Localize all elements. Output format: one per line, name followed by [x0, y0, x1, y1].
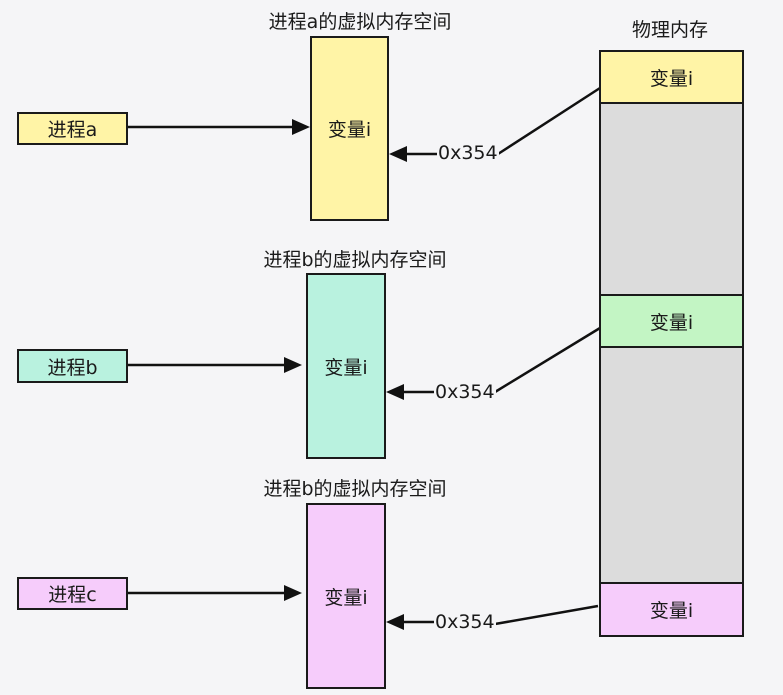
physical-var-a-label: 变量i — [649, 67, 694, 90]
process-c-label: 进程c — [48, 584, 97, 606]
virtual-space-c-title: 进程b的虚拟内存空间 — [263, 478, 447, 500]
physical-memory-title: 物理内存 — [631, 19, 708, 41]
arrow-address-c — [386, 614, 435, 630]
virtual-space-b-title: 进程b的虚拟内存空间 — [263, 249, 447, 271]
virtual-space-a: 变量i — [310, 36, 389, 221]
virtual-var-c-label: 变量i — [324, 586, 368, 609]
virtual-var-b-label: 变量i — [324, 356, 368, 379]
process-a-box: 进程a — [17, 112, 128, 145]
arrow-process-c — [127, 585, 302, 601]
address-b-label: 0x354 — [434, 381, 496, 403]
process-a-label: 进程a — [47, 119, 98, 141]
virtual-var-a-label: 变量i — [327, 119, 372, 141]
process-c-box: 进程c — [17, 577, 128, 610]
physical-var-c-label: 变量i — [649, 600, 694, 622]
physical-var-b: 变量i — [599, 294, 744, 348]
arrow-process-a — [127, 119, 310, 135]
arrow-address-b — [386, 384, 435, 400]
mapping-line-c — [494, 604, 599, 626]
process-b-label: 进程b — [47, 356, 98, 379]
arrow-process-b — [127, 357, 302, 373]
physical-var-b-label: 变量i — [649, 311, 694, 334]
physical-var-c: 变量i — [599, 582, 744, 637]
virtual-space-b: 变量i — [306, 273, 386, 459]
virtual-space-c: 变量i — [306, 503, 386, 689]
address-c-label: 0x354 — [434, 611, 496, 633]
mapping-line-a — [497, 86, 601, 156]
mapping-line-b — [494, 326, 601, 394]
address-a-label: 0x354 — [437, 142, 499, 164]
virtual-space-a-title: 进程a的虚拟内存空间 — [268, 11, 452, 33]
arrow-address-a — [389, 146, 438, 162]
process-b-box: 进程b — [17, 349, 128, 383]
physical-var-a: 变量i — [599, 50, 744, 104]
